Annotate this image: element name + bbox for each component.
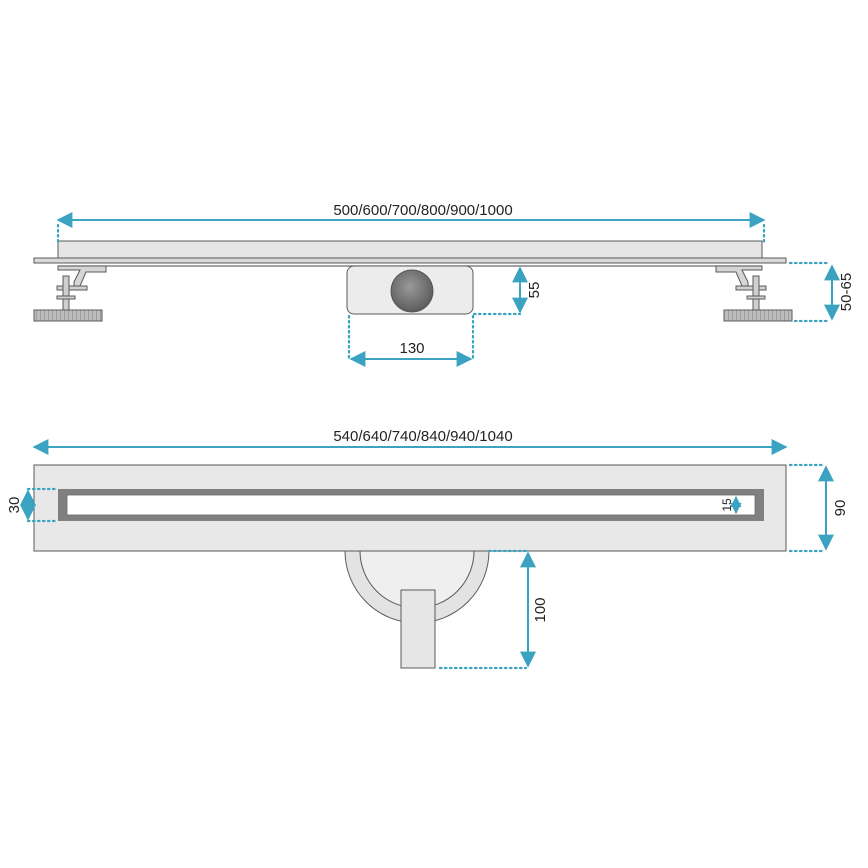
right-foot [715,265,793,322]
dim-label-body-width: 90 [832,500,849,517]
side-view: 500/600/700/800/900/1000 55 50-65 130 [33,202,855,367]
outlet-pipe [400,589,436,669]
right-foot-pad [723,309,793,322]
dim-label-pipe-length: 100 [532,597,549,622]
slot-grate [66,494,756,516]
top-view: 540/640/740/840/940/1040 30 15 90 100 [6,428,849,670]
dim-label-side-length: 500/600/700/800/900/1000 [333,202,512,219]
dim-label-foot-height: 50-65 [838,273,855,311]
dim-label-top-length: 540/640/740/840/940/1040 [333,428,512,445]
left-foot [33,265,107,322]
mounting-flange [33,257,787,264]
outlet-hole [390,269,434,313]
dim-label-grate-width: 15 [720,498,734,512]
dim-label-outlet-height: 55 [526,282,543,299]
dim-label-outlet-width: 130 [399,340,424,357]
dim-label-slot-width: 30 [6,497,23,514]
outlet-box [346,265,474,315]
left-foot-pad [33,309,103,322]
